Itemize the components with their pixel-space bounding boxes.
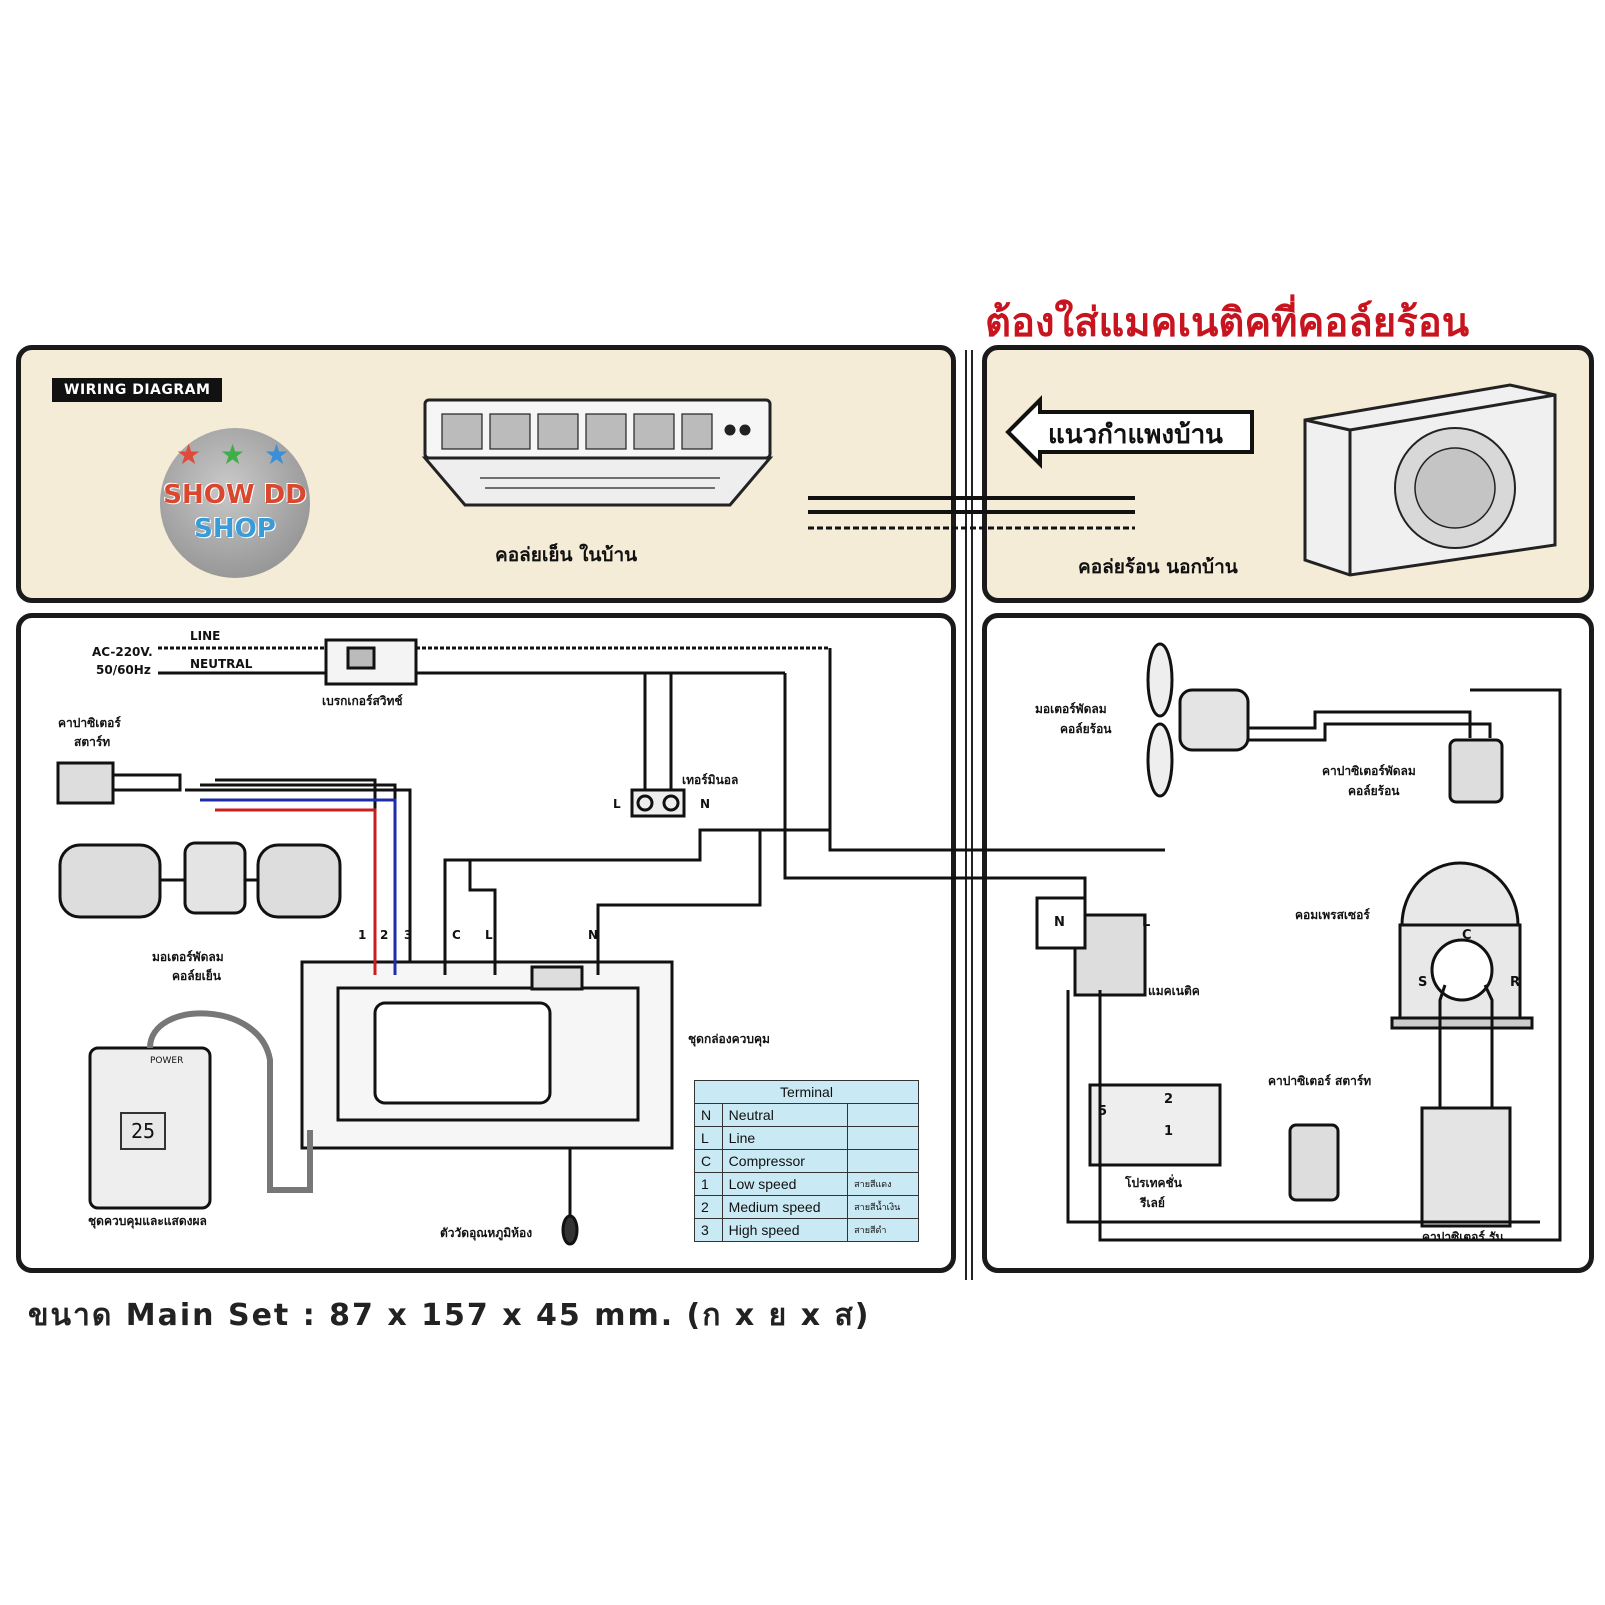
relay-1-label: 1 — [1164, 1124, 1174, 1139]
red-wire — [215, 808, 377, 975]
compressor-s-label: S — [1418, 975, 1428, 990]
compressor-r-label: R — [1510, 975, 1521, 990]
row-note — [847, 1126, 919, 1150]
terminal-table-title: Terminal — [694, 1080, 919, 1104]
line-label: LINE — [190, 629, 221, 643]
indoor-fan-motor-label-2: คอล์ยเย็น — [172, 969, 221, 983]
row-name: Compressor — [721, 1149, 849, 1173]
wall-arrow-label: แนวกำแพงบ้าน — [1048, 420, 1223, 450]
row-note — [847, 1103, 919, 1127]
run-cap-label: คาปาซิเตอร์ รัน — [1422, 1230, 1504, 1244]
row-note: สายสีดำ — [847, 1218, 919, 1242]
row-code: N — [694, 1103, 723, 1127]
start-cap-label-2: สตาร์ท — [74, 735, 111, 749]
wiring-diagram-badge: WIRING DIAGRAM — [52, 378, 223, 402]
wire-num-c: C — [452, 928, 461, 942]
indoor-caption: คอล่ยเย็น ในบ้าน — [495, 544, 638, 566]
room-sensor-label: ตัววัดอุณหภูมิห้อง — [440, 1226, 533, 1240]
headline: ต้องใส่แมคเนติคที่คอล์ยร้อน — [985, 300, 1470, 346]
magnetic-label: แมคเนติค — [1148, 984, 1200, 998]
shop-logo: ★ ★ ★ SHOW DD SHOP — [160, 428, 310, 578]
outdoor-fan-motor-label-1: มอเตอร์พัดลม — [1035, 702, 1107, 716]
relay-2-label: 2 — [1164, 1092, 1174, 1107]
star-icon: ★ — [220, 438, 246, 471]
wire-num-1: 1 — [358, 928, 367, 942]
relay-5-label: 5 — [1098, 1104, 1108, 1119]
star-icon: ★ — [264, 438, 290, 471]
breaker-label: เบรกเกอร์สวิทช์ — [322, 694, 403, 708]
wire-num-2: 2 — [380, 928, 389, 942]
magnetic-n-label: N — [1054, 915, 1065, 930]
refrigerant-pipes — [808, 496, 1135, 530]
compressor-c-label: C — [1462, 928, 1472, 943]
main-set-dimensions: ขนาด Main Set : 87 x 157 x 45 mm. (ก x ย… — [28, 1298, 871, 1333]
compressor-label: คอมเพรสเซอร์ — [1295, 908, 1370, 922]
outdoor-fan-cap-label-1: คาปาซิเตอร์พัดลม — [1322, 764, 1416, 778]
row-note: สายสีแดง — [847, 1172, 919, 1196]
row-name: Line — [721, 1126, 849, 1150]
row-code: L — [694, 1126, 723, 1150]
row-name: Low speed — [721, 1172, 849, 1196]
wire-num-n: N — [588, 928, 599, 942]
wall-arrow — [1005, 395, 1254, 469]
logo-line1: SHOW DD — [163, 480, 307, 510]
row-code: 2 — [694, 1195, 723, 1219]
row-note: สายสีน้ำเงิน — [847, 1195, 919, 1219]
remote-power-label: POWER — [150, 1056, 184, 1066]
wall-divider — [965, 350, 973, 1280]
row-code: C — [694, 1149, 723, 1173]
row-code: 3 — [694, 1218, 723, 1242]
row-name: Neutral — [721, 1103, 849, 1127]
row-name: High speed — [721, 1218, 849, 1242]
star-icon: ★ — [176, 438, 202, 471]
indoor-fan-motor-label-1: มอเตอร์พัดลม — [152, 950, 224, 964]
indoor-unit — [421, 398, 774, 507]
relay-label-2: รีเลย์ — [1140, 1196, 1165, 1210]
wire-num-l: L — [485, 928, 493, 942]
magnetic-l-label: L — [1142, 915, 1151, 930]
terminal-label: เทอร์มินอล — [682, 773, 739, 787]
remote-label: ชุดควบคุมและแสดงผล — [88, 1214, 207, 1228]
ac-voltage-label: AC-220V. — [92, 645, 153, 659]
relay-label-1: โปรเทคชั่น — [1125, 1176, 1182, 1190]
blue-wire — [200, 798, 397, 975]
row-name: Medium speed — [721, 1195, 849, 1219]
outdoor-fan-motor-label-2: คอล์ยร้อน — [1060, 722, 1112, 736]
neutral-label: NEUTRAL — [190, 657, 253, 671]
outdoor-fan-cap-label-2: คอล์ยร้อน — [1348, 784, 1400, 798]
wire-num-3: 3 — [404, 928, 413, 942]
start-cap-label-1: คาปาซิเตอร์ — [58, 716, 121, 730]
outdoor-unit — [1303, 383, 1557, 577]
logo-line2: SHOP — [194, 514, 276, 544]
terminal-n-label: N — [700, 797, 711, 811]
control-box-label: ชุดกล่องควบคุม — [688, 1032, 770, 1046]
row-note — [847, 1149, 919, 1173]
terminal-l-label: L — [613, 797, 621, 811]
outdoor-start-cap-label: คาปาซิเตอร์ สตาร์ท — [1268, 1074, 1372, 1088]
frequency-label: 50/60Hz — [96, 663, 151, 677]
outdoor-caption: คอล่ยร้อน นอกบ้าน — [1078, 556, 1238, 578]
remote-display: 25 — [120, 1112, 166, 1150]
row-code: 1 — [694, 1172, 723, 1196]
